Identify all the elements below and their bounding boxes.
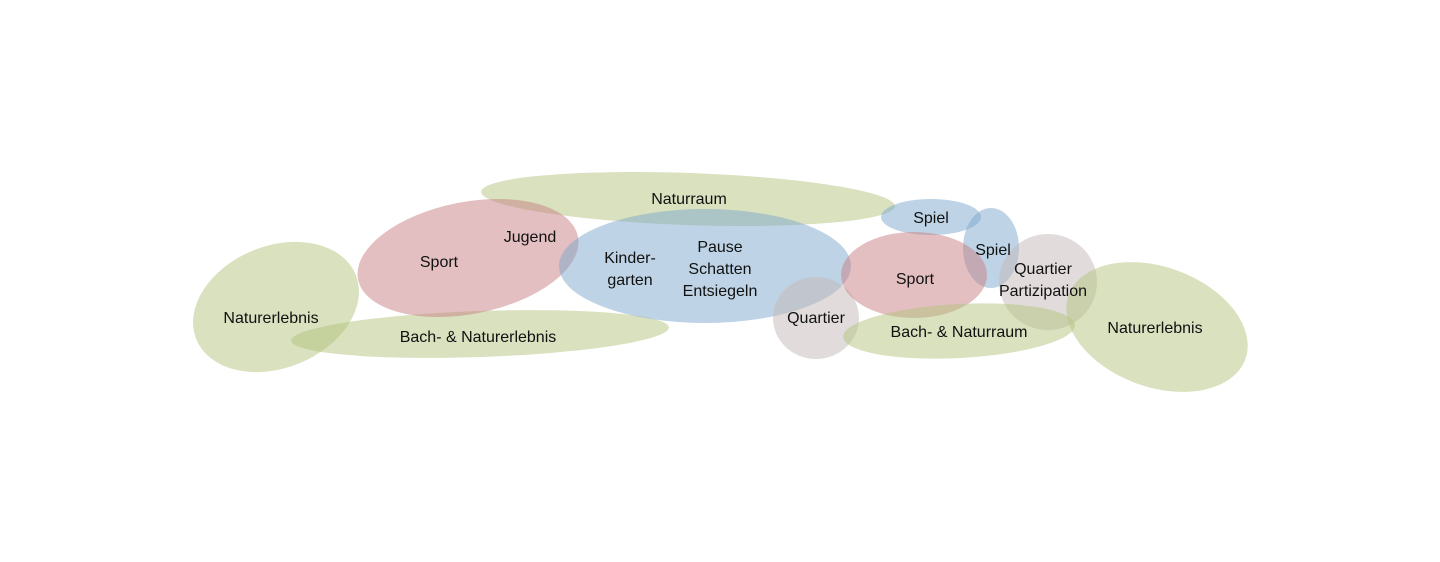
quartier-middle-label-line: Quartier xyxy=(787,310,845,327)
naturraum-zone xyxy=(481,172,895,226)
sport-right-zone xyxy=(841,232,987,318)
naturerlebnis-left-label-line: Naturerlebnis xyxy=(223,310,318,327)
jugend-label-line: Jugend xyxy=(504,229,557,246)
spiel-top-label-line: Spiel xyxy=(913,210,949,227)
quartier-middle-label: Quartier xyxy=(787,310,845,327)
naturerlebnis-left-label: Naturerlebnis xyxy=(223,310,318,327)
sport-right-label: Sport xyxy=(896,271,935,288)
bach-naturerlebnis-zone xyxy=(291,310,669,358)
jugend-label: Jugend xyxy=(504,229,557,246)
sport-right-label-line: Sport xyxy=(896,271,935,288)
bach-naturraum-label-line: Bach- & Naturraum xyxy=(891,324,1028,341)
bach-naturerlebnis-label: Bach- & Naturerlebnis xyxy=(400,329,557,346)
naturerlebnis-right-label: Naturerlebnis xyxy=(1107,320,1202,337)
naturerlebnis-left-zone xyxy=(193,241,359,373)
quartier-partizipation-label-line: Quartier xyxy=(1014,261,1072,278)
pause-schatten-label-line: Pause xyxy=(697,239,742,256)
bach-naturraum-zone xyxy=(843,303,1075,359)
pause-schatten-label-line: Entsiegeln xyxy=(683,283,758,300)
naturraum-label-line: Naturraum xyxy=(651,191,727,208)
naturerlebnis-right-zone xyxy=(1066,262,1248,392)
spiel-right-label-line: Spiel xyxy=(975,242,1011,259)
spiel-right-label: Spiel xyxy=(975,242,1011,259)
sport-jugend-label: Sport xyxy=(420,254,459,271)
kindergarten-label-line: Kinder- xyxy=(604,250,656,267)
sport-jugend-zone xyxy=(357,199,579,317)
kindergarten-zone xyxy=(559,209,851,323)
quartier-partizipation-label-line: Partizipation xyxy=(999,283,1087,300)
sport-jugend-label-line: Sport xyxy=(420,254,459,271)
spiel-top-label: Spiel xyxy=(913,210,949,227)
naturerlebnis-right-label-line: Naturerlebnis xyxy=(1107,320,1202,337)
kindergarten-label: Kinder-garten xyxy=(604,250,656,289)
kindergarten-label-line: garten xyxy=(607,272,652,289)
pause-schatten-label-line: Schatten xyxy=(688,261,751,278)
bach-naturraum-label: Bach- & Naturraum xyxy=(891,324,1028,341)
quartier-middle-zone xyxy=(773,277,859,359)
bach-naturerlebnis-label-line: Bach- & Naturerlebnis xyxy=(400,329,557,346)
zone-shapes xyxy=(193,172,1248,392)
naturraum-label: Naturraum xyxy=(651,191,727,208)
spiel-top-zone xyxy=(881,199,981,235)
